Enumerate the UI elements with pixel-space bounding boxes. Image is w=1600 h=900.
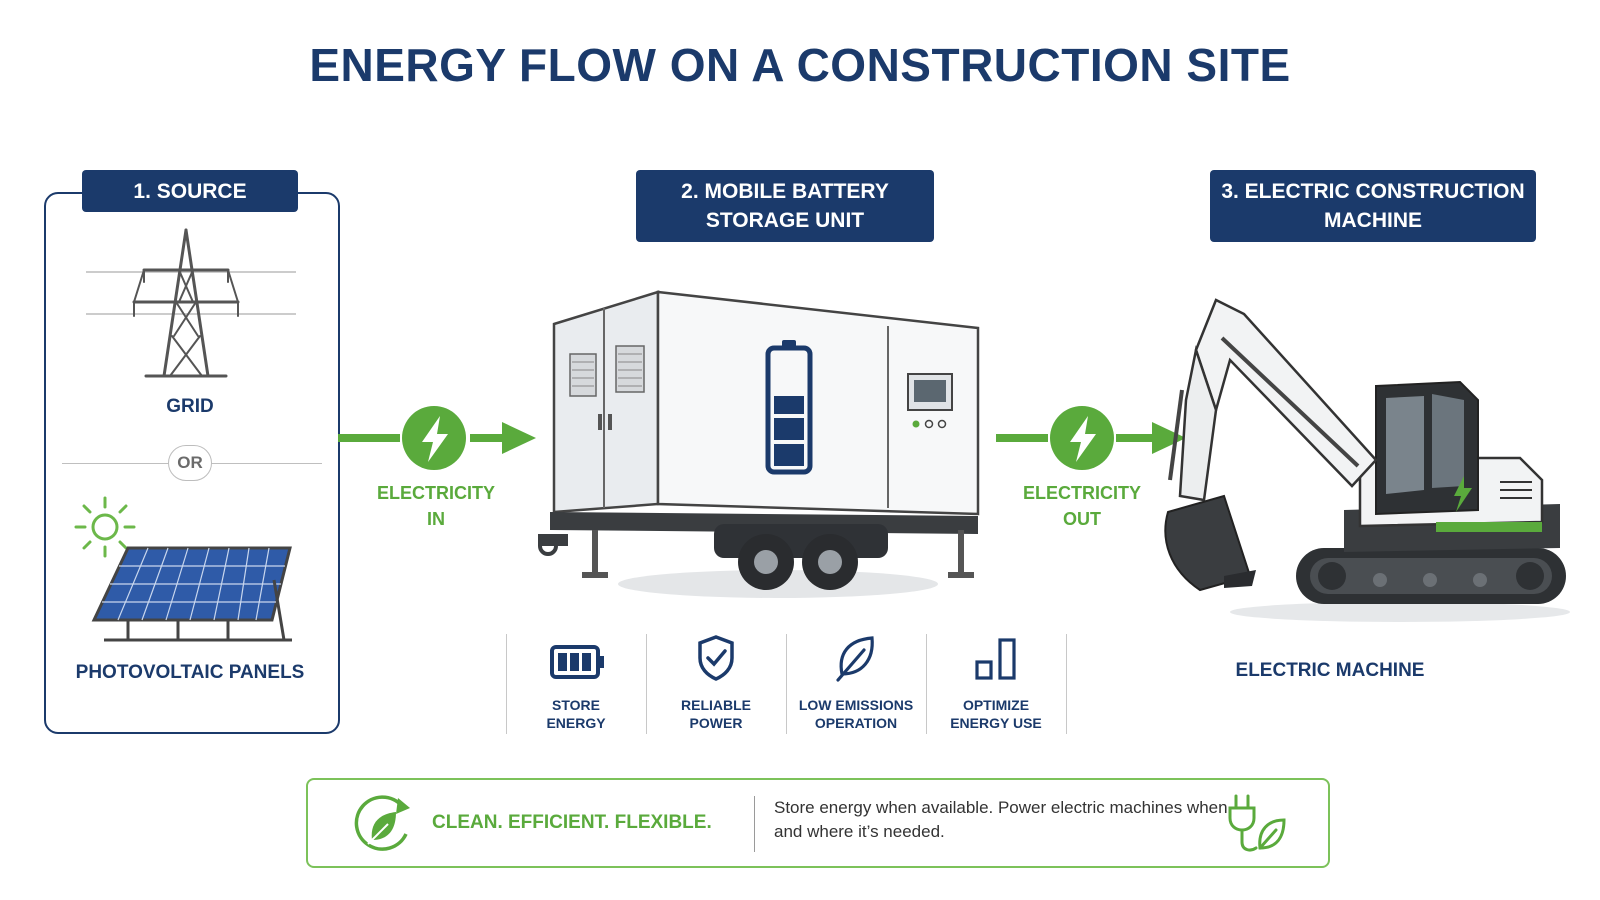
machine-caption: ELECTRIC MACHINE <box>1235 660 1425 681</box>
lightning-icon <box>422 416 448 462</box>
footer-text: Store energy when available. Power elect… <box>774 798 1228 841</box>
battery-trailer <box>538 290 980 598</box>
leaf-icon <box>836 636 874 682</box>
page-title: ENERGY FLOW ON A CONSTRUCTION SITE <box>309 39 1291 91</box>
feature-store-energy: STORE ENERGY <box>506 634 646 734</box>
excavator <box>1164 298 1570 622</box>
flow-in-label: ELECTRICITY IN <box>376 483 495 529</box>
footer-divider <box>754 796 755 852</box>
feature-label: RELIABLE POWER <box>681 697 751 731</box>
feature-divider <box>646 634 647 734</box>
feature-label: OPTIMIZE ENERGY USE <box>950 697 1042 731</box>
flow-out-label: ELECTRICITY OUT <box>1022 483 1141 529</box>
battery-icon <box>550 645 604 679</box>
plug-leaf-icon <box>1228 794 1286 852</box>
feature-reliable-power: RELIABLE POWER <box>646 634 786 734</box>
footer-tagline: CLEAN. EFFICIENT. FLEXIBLE. <box>432 812 712 833</box>
flow-in-arrow <box>338 406 536 470</box>
shield-check-icon <box>698 635 734 681</box>
battery-level-icon <box>765 340 813 475</box>
sun-icon <box>74 496 136 558</box>
feature-label: STORE ENERGY <box>546 697 606 731</box>
grid-label: GRID <box>166 396 214 417</box>
feature-low-emissions: LOW EMISSIONS OPERATION <box>786 634 926 734</box>
feature-divider <box>926 634 927 734</box>
or-badge: OR <box>168 445 212 481</box>
feature-divider <box>1066 634 1067 734</box>
battery-label: 2. MOBILE BATTERY STORAGE UNIT <box>636 170 934 242</box>
transmission-tower-icon <box>86 228 296 378</box>
bar-chart-icon <box>975 638 1016 680</box>
footer-bar: CLEAN. EFFICIENT. FLEXIBLE. Store energy… <box>306 778 1330 868</box>
feature-optimize-energy: OPTIMIZE ENERGY USE <box>926 634 1066 734</box>
feature-divider <box>786 634 787 734</box>
solar-panel-icon <box>91 546 292 642</box>
source-label: 1. SOURCE <box>82 170 298 212</box>
feature-divider <box>506 634 507 734</box>
flow-out-arrow <box>996 406 1186 470</box>
pv-label: PHOTOVOLTAIC PANELS <box>75 662 305 683</box>
machine-label: 3. ELECTRIC CONSTRUCTION MACHINE <box>1210 170 1536 242</box>
feature-label: LOW EMISSIONS OPERATION <box>798 697 914 731</box>
lightning-icon <box>1070 416 1096 462</box>
leaf-cycle-icon <box>354 795 410 851</box>
